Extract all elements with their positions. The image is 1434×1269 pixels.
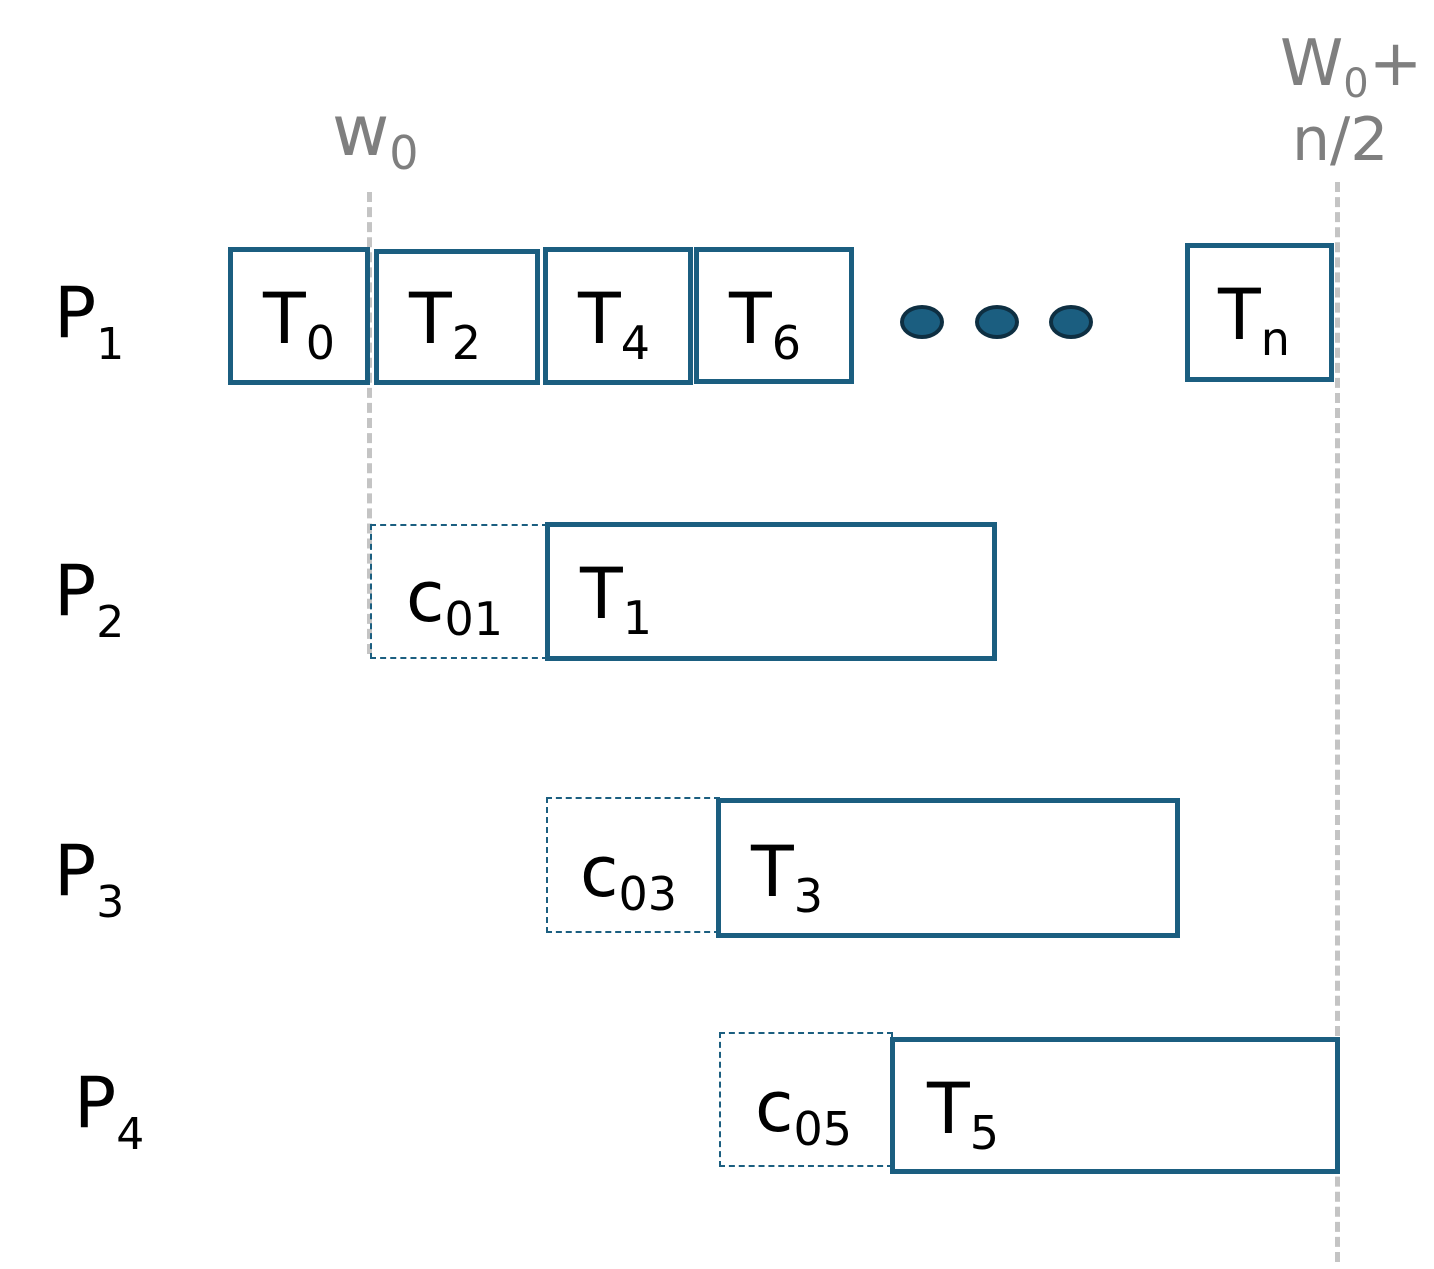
proc-main: P <box>54 550 97 632</box>
task-sub: 4 <box>620 316 651 370</box>
proc-main: P <box>74 1062 117 1144</box>
task-sub: 6 <box>771 316 802 370</box>
comm-main: c <box>755 1066 794 1148</box>
comm-main: c <box>580 831 619 913</box>
processor-label-p3: P3 <box>54 836 124 925</box>
task-sub: 5 <box>969 1106 1000 1160</box>
end-marker-line <box>1335 182 1340 1262</box>
comm-box-c03: c03 <box>546 797 720 933</box>
task-main: T <box>578 278 621 360</box>
comm-main: c <box>406 556 445 638</box>
task-box-t0: T0 <box>228 247 370 385</box>
task-main: T <box>927 1068 970 1150</box>
task-label: T1 <box>580 559 652 641</box>
ellipsis-dot-3 <box>1049 305 1093 339</box>
end-marker-label: W0+ <box>1280 32 1422 104</box>
task-sub: n <box>1260 312 1290 366</box>
task-label: T4 <box>578 284 650 366</box>
marker-main: W <box>1280 27 1344 101</box>
task-sub: 0 <box>305 316 336 370</box>
comm-sub: 01 <box>444 592 504 646</box>
ellipsis-dot-1 <box>900 305 944 339</box>
marker-suffix: + <box>1368 27 1423 101</box>
marker-sub: 0 <box>389 126 419 180</box>
task-box-t6: T6 <box>694 247 854 384</box>
comm-sub: 03 <box>618 867 678 921</box>
proc-sub: 3 <box>96 877 125 928</box>
task-label: T2 <box>409 284 481 366</box>
w0-marker-line <box>367 192 372 654</box>
w0-marker-label: w0 <box>332 96 419 176</box>
marker-line2: n/2 <box>1292 105 1389 175</box>
processor-label-p2: P2 <box>54 556 124 645</box>
proc-sub: 2 <box>96 597 125 648</box>
proc-sub: 1 <box>96 319 125 370</box>
marker-sub: 0 <box>1343 61 1369 107</box>
ellipsis-dot-2 <box>975 305 1019 339</box>
task-main: T <box>751 831 794 913</box>
comm-box-c05: c05 <box>719 1032 893 1167</box>
processor-label-p4: P4 <box>74 1068 144 1157</box>
comm-box-c01: c01 <box>370 524 548 659</box>
task-label: T3 <box>751 837 823 919</box>
task-box-tn: Tn <box>1185 243 1334 382</box>
proc-sub: 4 <box>116 1109 145 1160</box>
task-sub: 2 <box>451 316 482 370</box>
end-marker-label-line2: n/2 <box>1292 110 1388 170</box>
task-main: T <box>729 278 772 360</box>
task-label: T5 <box>927 1074 999 1156</box>
task-label: T0 <box>263 284 335 366</box>
comm-sub: 05 <box>793 1102 853 1156</box>
task-sub: 3 <box>793 869 824 923</box>
comm-label: c05 <box>755 1072 852 1152</box>
task-sub: 1 <box>622 591 653 645</box>
task-main: T <box>263 278 306 360</box>
task-box-t1: T1 <box>545 522 997 661</box>
marker-main: w <box>332 90 390 172</box>
task-label: Tn <box>1218 280 1290 362</box>
task-box-t2: T2 <box>374 249 540 385</box>
task-box-t5: T5 <box>890 1037 1340 1174</box>
task-box-t4: T4 <box>543 247 693 385</box>
task-main: T <box>1218 274 1261 356</box>
proc-main: P <box>54 830 97 912</box>
task-main: T <box>580 553 623 635</box>
processor-label-p1: P1 <box>54 278 124 367</box>
task-main: T <box>409 278 452 360</box>
comm-label: c01 <box>406 562 503 642</box>
proc-main: P <box>54 272 97 354</box>
task-box-t3: T3 <box>716 798 1180 938</box>
task-label: T6 <box>729 284 801 366</box>
comm-label: c03 <box>580 837 677 917</box>
